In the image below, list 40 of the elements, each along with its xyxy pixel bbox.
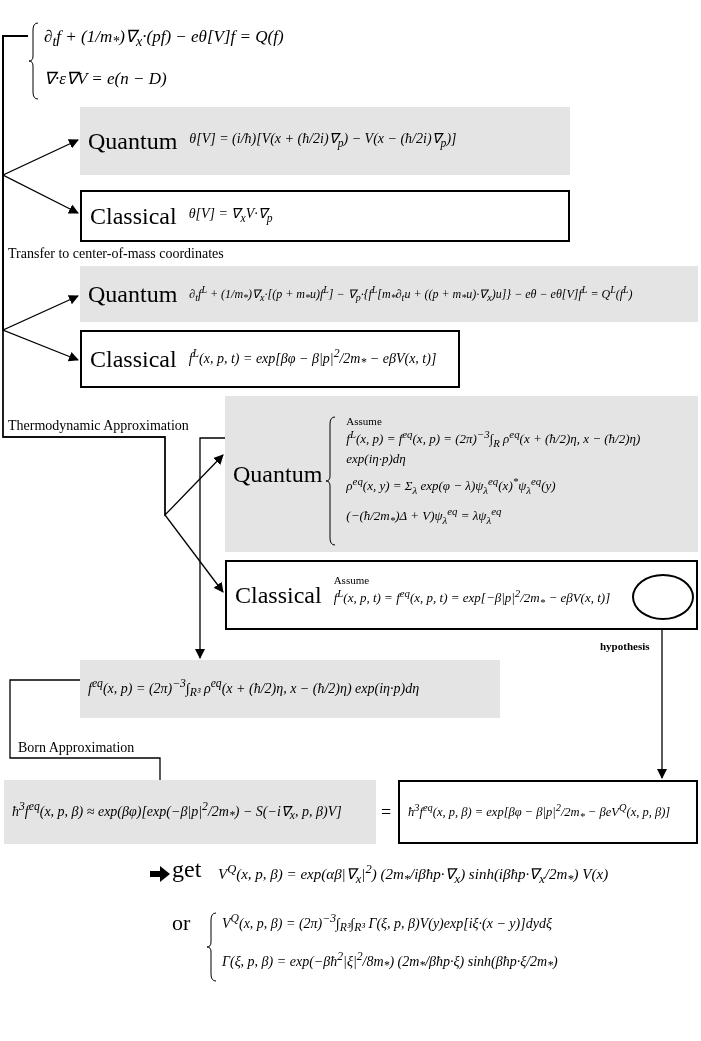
equation: ∂$_{t}$f + (1/m$_{*}$)∇$_{x}$·(pf) − eθ[V]f = Q(f) xyxy=(44,26,284,52)
arrow xyxy=(195,437,226,659)
highlight-ellipse xyxy=(632,574,694,620)
equation: V$^{Q}$(x, p, β) = exp(αβ|∇$_{x}$|$^{2}$) (2m$_{*}$/iβħp·∇$_{x}$) sinh(iβħp·∇$_{x}$/2m$_{*}$) V(x) xyxy=(218,862,610,887)
formula-box xyxy=(225,560,698,630)
formula-panel xyxy=(4,780,376,844)
equation: ρ$^{eq}$(x, y) = Σ$_{λ}$ exp(φ − λ)ψ$_{λ}$$^{eq}$(x)$^{*}$ψ$_{λ}$$^{eq}$(y) xyxy=(346,474,557,498)
equation: ∂$_{t}$f$^{L}$ + (1/m$_{*}$)∇$_{x}$·[(p + m$_{*}$u)f$^{L}$] − ∇$_{p}$·{f$^{L}$[m$_{*}$∂$_{t}$u + ((p + m$_{*}$u)·∇$_{x}$)u]} − eθ − eθ[V]f$^{L}$ = Q$^{L}$(f$^{L}$) xyxy=(189,283,634,305)
equals-sign: = xyxy=(381,802,392,823)
formula-panel xyxy=(225,396,698,552)
equation: ħ$^{3}$f$^{eq}$(x, p, β) = exp[βφ − β|p|$^{2}$/2m$_{*}$ − βeV$^{Q}$(x, p, β)] xyxy=(408,800,671,824)
section-heading: Classical xyxy=(90,345,177,373)
equation: Γ(ξ, p, β) = exp(−βħ$^{2}$|ξ|$^{2}$/8m$_{*}$) (2m$_{*}$/βħp·ξ) sinh(βħp·ξ/2m$_{*}$) xyxy=(222,950,559,973)
formula-box xyxy=(398,780,698,844)
equation: ∇·ε∇V = e(n − D) xyxy=(44,68,167,90)
edge-label: Born Approximation xyxy=(16,740,137,756)
connector-line xyxy=(9,679,161,781)
formula-panel xyxy=(80,107,570,175)
text: or xyxy=(172,910,191,936)
formula-panel xyxy=(80,660,500,718)
formula-panel xyxy=(80,266,698,322)
text: get xyxy=(172,856,202,883)
equation: θ[V] = (i/ħ)[V(x + (ħ/2i)∇$_{p}$) − V(x − (ħ/2i)∇$_{p}$)] xyxy=(189,130,458,152)
formula-box xyxy=(80,330,460,388)
equation: f$^{L}$(x, p, t) = exp[βφ − β|p|$^{2}$/2m$_{*}$ − eβV(x, t)] xyxy=(188,346,438,372)
section-heading: Quantum xyxy=(233,460,323,488)
equation: θ[V] = ∇$_{x}$V·∇$_{p}$ xyxy=(188,205,274,227)
equation: ħ$^{3}$f$^{eq}$(x, p, β) ≈ exp(βφ)[exp(−β|p|$^{2}$/2m$_{*}$) − S(−i∇$_{x}$, p, β)V] xyxy=(12,799,342,825)
formula-box xyxy=(80,190,570,242)
section-heading: Quantum xyxy=(88,280,178,308)
note: Assume xyxy=(346,414,383,427)
equation: V$^{Q}$(x, p, β) = (2π)$^{−3}$∫$_{R³}$∫$_{R³}$ Γ(ξ, p, β)V(y)exp[iξ·(x − y)]dydξ xyxy=(222,912,553,935)
equation: f$^{L}$(x, p, t) = f$^{eq}$(x, p, t) = exp[−β|p|$^{2}$/2m$_{*}$ − eβV(x, t)] xyxy=(333,586,612,610)
equation: f$^{eq}$(x, p) = (2π)$^{−3}$∫$_{R³}$ ρ$^{eq}$(x + (ħ/2)η, x − (ħ/2)η) exp(iη·p)dη xyxy=(88,676,420,702)
section-heading: Classical xyxy=(235,581,322,609)
edge-label: hypothesis xyxy=(599,640,651,652)
note: Assume xyxy=(333,574,371,587)
section-heading: Classical xyxy=(90,202,177,230)
section-heading: Quantum xyxy=(88,127,178,155)
edge-label: Thermodynamic Approximation xyxy=(6,418,191,434)
